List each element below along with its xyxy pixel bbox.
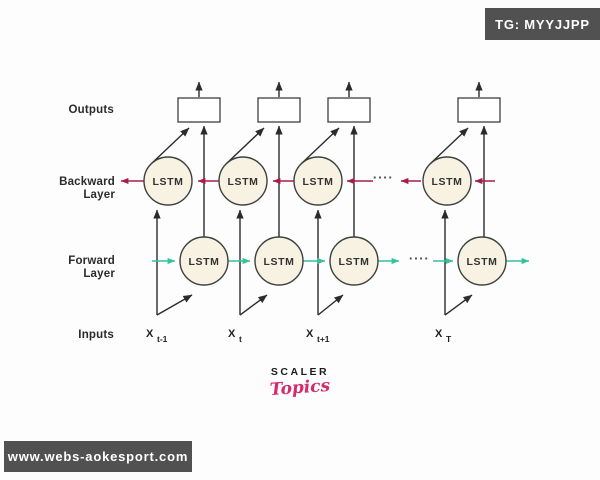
input-to-forward-arrow <box>444 294 473 316</box>
input-label-subscript: t+1 <box>317 334 330 344</box>
output-box <box>327 97 371 123</box>
backward-lstm-node <box>293 156 343 206</box>
forward-lstm-node-label: LSTM <box>467 256 498 268</box>
forward-lstm-node <box>457 236 507 286</box>
backward-lstm-node-label: LSTM <box>432 176 463 188</box>
backward-layer-label-line1: Backward <box>59 176 115 188</box>
output-box <box>177 97 221 123</box>
input-label-subscript: t-1 <box>157 334 168 344</box>
telegram-watermark-text: TG: MYYJJPP <box>495 16 590 32</box>
output-box <box>457 97 501 123</box>
input-label: X <box>435 328 443 340</box>
forward-lstm-node-label: LSTM <box>264 256 295 268</box>
backward-to-output-arrow <box>300 127 340 165</box>
backward-to-output-arrow <box>150 127 190 165</box>
forward-lstm-node-label: LSTM <box>339 256 370 268</box>
backward-lstm-node <box>218 156 268 206</box>
backward-lstm-node-label: LSTM <box>303 176 334 188</box>
website-watermark-text: www.webs-aokesport.com <box>7 449 189 464</box>
input-label: X <box>306 328 314 340</box>
input-label-subscript: T <box>446 334 452 344</box>
scaler-wordmark: SCALER <box>270 366 330 378</box>
inputs-label: Inputs <box>78 329 114 341</box>
input-to-forward-arrow <box>317 294 344 316</box>
backward-lstm-node <box>422 156 472 206</box>
forward-lstm-node <box>254 236 304 286</box>
backward-lstm-node <box>143 156 193 206</box>
forward-lstm-node <box>179 236 229 286</box>
scaler-topics-logo: SCALER Topics <box>240 366 360 400</box>
forward-layer-label-line2: Layer <box>83 268 115 280</box>
backward-to-output-arrow <box>429 127 469 165</box>
output-box <box>257 97 301 123</box>
backward-lstm-node-label: LSTM <box>153 176 184 188</box>
input-label: X <box>228 328 236 340</box>
backward-lstm-node-label: LSTM <box>228 176 259 188</box>
telegram-watermark-badge: TG: MYYJJPP <box>485 8 600 40</box>
input-label: X <box>146 328 154 340</box>
backward-layer-label-line2: Layer <box>83 189 115 201</box>
backward-to-output-arrow <box>225 127 265 165</box>
forward-lstm-node <box>329 236 379 286</box>
input-to-forward-arrow <box>239 294 268 316</box>
backward-ellipsis: ···· <box>373 171 394 184</box>
outputs-label: Outputs <box>69 104 114 116</box>
forward-layer-label-line1: Forward <box>68 255 115 267</box>
forward-lstm-node-label: LSTM <box>189 256 220 268</box>
forward-ellipsis: ···· <box>409 252 430 265</box>
website-watermark-badge: www.webs-aokesport.com <box>4 441 192 472</box>
input-to-forward-arrow <box>156 294 193 316</box>
input-label-subscript: t <box>239 334 242 344</box>
